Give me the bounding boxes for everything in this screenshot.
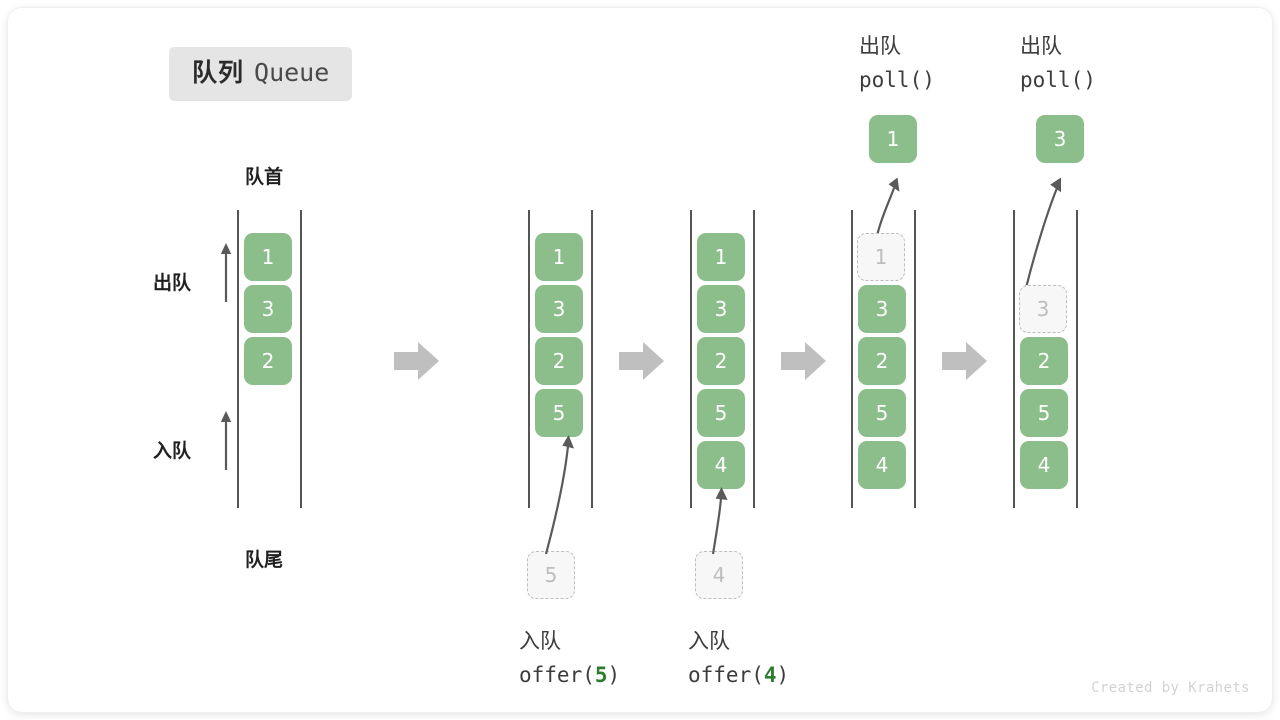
- queue-element: 2: [858, 337, 906, 385]
- enqueue-direction-arrow: [220, 411, 232, 470]
- incoming-ghost-element: 5: [527, 551, 575, 599]
- step-arrow-icon: [781, 342, 826, 380]
- caption-code: offer(4): [688, 659, 789, 692]
- queue-element: 2: [244, 337, 292, 385]
- panel1-rail-right: [300, 210, 302, 508]
- title-english: Queue: [254, 58, 330, 87]
- queue-element-new: 5: [535, 389, 583, 437]
- panel3-rail-right: [753, 210, 755, 508]
- panel3-rail-left: [690, 210, 692, 508]
- label-queue-head: 队首: [245, 167, 284, 188]
- panel5-rail-right: [1076, 210, 1078, 508]
- caption-code-value: 4: [763, 662, 777, 687]
- queue-element: 4: [858, 441, 906, 489]
- diagram-stage: 队列 Queue 队首 队尾 出队 入队 1 3 2 1 3 2 5 5 入队 o…: [8, 8, 1272, 712]
- page-title: 队列 Queue: [169, 47, 353, 101]
- polled-result-element: 3: [1036, 115, 1084, 163]
- queue-element: 2: [1020, 337, 1068, 385]
- panel2-rail-left: [528, 210, 530, 508]
- panel3-caption: 入队 offer(4): [688, 626, 789, 691]
- queue-element: 1: [697, 233, 745, 281]
- caption-code: offer(5): [519, 659, 620, 692]
- enqueue-curved-arrow: [544, 435, 574, 555]
- watermark: Created by Krahets: [1091, 680, 1250, 696]
- queue-element: 4: [1020, 441, 1068, 489]
- title-chinese: 队列: [192, 59, 245, 87]
- caption-code-suffix: ): [607, 662, 621, 687]
- queue-element-new: 4: [697, 441, 745, 489]
- diagram-card: 队列 Queue 队首 队尾 出队 入队 1 3 2 1 3 2 5 5 入队 o…: [8, 8, 1272, 712]
- label-dequeue: 出队: [153, 273, 192, 294]
- caption-code-prefix: offer(: [688, 662, 764, 687]
- panel5-top-caption: 出队 poll(): [1020, 31, 1096, 96]
- label-queue-tail: 队尾: [245, 550, 284, 571]
- polled-result-element: 1: [869, 115, 917, 163]
- queue-element: 3: [858, 285, 906, 333]
- dequeue-curved-arrow: [1024, 177, 1061, 289]
- queue-element: 2: [697, 337, 745, 385]
- step-arrow-icon: [942, 342, 987, 380]
- queue-element: 1: [244, 233, 292, 281]
- queue-element: 3: [244, 285, 292, 333]
- caption-chinese: 入队: [688, 630, 730, 653]
- removed-ghost-element: 3: [1019, 285, 1067, 333]
- queue-element: 5: [697, 389, 745, 437]
- caption-code: poll(): [1020, 67, 1096, 92]
- removed-ghost-element: 1: [857, 233, 905, 281]
- caption-chinese: 入队: [519, 630, 561, 653]
- panel4-rail-right: [914, 210, 916, 508]
- panel2-caption: 入队 offer(5): [519, 626, 620, 691]
- caption-code-prefix: offer(: [519, 662, 595, 687]
- queue-element: 3: [535, 285, 583, 333]
- panel5-rail-left: [1013, 210, 1015, 508]
- queue-element: 2: [535, 337, 583, 385]
- label-enqueue: 入队: [153, 441, 192, 462]
- step-arrow-icon: [619, 342, 664, 380]
- queue-element: 3: [697, 285, 745, 333]
- dequeue-direction-arrow: [220, 243, 232, 302]
- panel4-rail-left: [851, 210, 853, 508]
- dequeue-curved-arrow: [875, 177, 900, 237]
- step-arrow-icon: [394, 342, 439, 380]
- caption-code-value: 5: [594, 662, 608, 687]
- incoming-ghost-element: 4: [695, 551, 743, 599]
- caption-code-suffix: ): [776, 662, 790, 687]
- enqueue-curved-arrow: [711, 487, 728, 555]
- caption-chinese: 出队: [1020, 35, 1062, 58]
- caption-chinese: 出队: [859, 35, 901, 58]
- panel1-rail-left: [237, 210, 239, 508]
- queue-element: 5: [1020, 389, 1068, 437]
- panel2-rail-right: [591, 210, 593, 508]
- caption-code: poll(): [859, 67, 935, 92]
- queue-element: 1: [535, 233, 583, 281]
- queue-element: 5: [858, 389, 906, 437]
- panel4-top-caption: 出队 poll(): [859, 31, 935, 96]
